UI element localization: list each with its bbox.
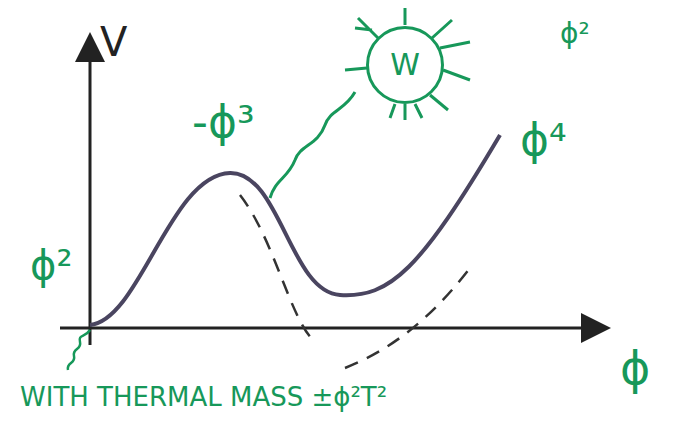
term-label: ϕ⁴ — [520, 118, 567, 162]
wavy-leader — [270, 92, 355, 198]
dashed-curve — [240, 195, 315, 342]
phi-axis — [60, 327, 605, 330]
note-text: WITH THERMAL MASS ±ϕ²T² — [20, 384, 387, 410]
loop-spikes — [345, 8, 470, 120]
loop-circle: W — [366, 26, 444, 104]
term-label: ϕ² — [30, 245, 72, 285]
loop-label: W — [390, 50, 420, 80]
squiggle-leader — [68, 330, 90, 370]
axis-label: ϕ — [620, 345, 650, 391]
term-label: ϕ² — [560, 20, 590, 48]
term-label: -ϕ³ — [192, 100, 255, 144]
dashed-curve — [345, 268, 470, 368]
v-axis — [89, 38, 92, 345]
axis-label: V — [100, 22, 127, 62]
